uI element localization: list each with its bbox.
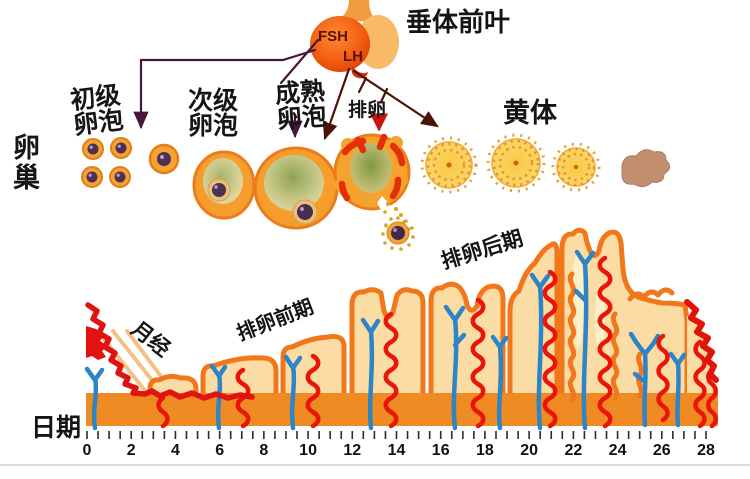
gland-squiggles [567,271,644,403]
axis-day-label: 14 [387,442,406,459]
axis-day-label: 12 [343,442,362,459]
axis-day-label: 4 [170,442,180,459]
axis-day-label: 20 [520,442,539,459]
corpus-luteum-stages [420,133,601,194]
axis-day-label: 24 [608,442,627,459]
secondary-follicle [192,150,256,220]
axis-day-label: 8 [259,442,269,459]
axis-day-label: 22 [564,442,583,459]
axis-day-label: 6 [215,442,225,459]
hormone-arrows [133,38,439,141]
axis-day-label: 0 [82,442,92,459]
lh-label: LH [343,48,363,65]
axis-day-label: 26 [652,442,671,459]
label-ovulation: 排卵 [348,100,387,121]
axis-day-label: 10 [299,442,317,459]
blue-vessels [84,249,687,431]
axis-day-label: 2 [126,442,136,459]
endometrium-illustration [84,227,719,431]
ovary-row-label: 卵巢 [9,133,39,193]
label-corpus-luteum: 黄体 [503,98,557,128]
ovulating-follicle [333,133,411,231]
primary-follicle [148,143,180,175]
menses-right-edge [684,299,719,383]
bottom-divider [0,464,750,466]
fsh-label: FSH [318,28,348,45]
axis-ticks [86,431,707,439]
label-mature-follicle: 成熟 卵泡 [274,77,328,134]
label-primary-follicle: 初级 卵泡 [68,81,125,140]
label-secondary-follicle: 次级 卵泡 [188,87,239,140]
pituitary-label: 垂体前叶 [406,7,511,37]
axis-day-label: 18 [476,442,494,459]
mature-follicle [253,146,339,230]
released-ovum [381,216,415,251]
menses-debris [85,302,255,401]
primordial-follicles [81,137,132,188]
axis-day-label: 16 [431,442,450,459]
axis-title: 日期 [31,414,82,442]
pituitary-gland [310,0,399,79]
corpus-albicans [621,149,670,188]
ovary-row-illustration [81,133,670,251]
endometrium-blocks [147,227,715,401]
axis-day-label: 28 [697,442,715,459]
